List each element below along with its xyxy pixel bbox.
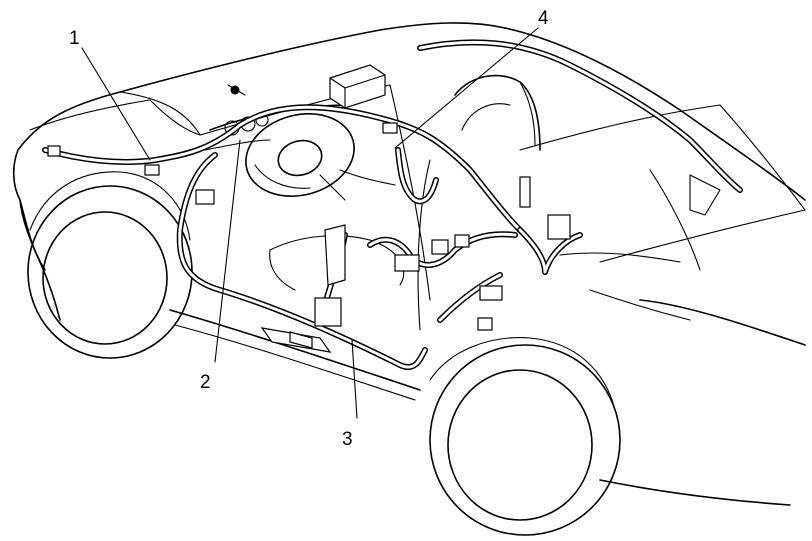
callout-labels: 1 2 3 4	[69, 8, 549, 450]
leader-line-2	[214, 139, 241, 363]
rear-wheel	[429, 337, 621, 536]
connectors	[47, 64, 571, 353]
callout-4: 4	[538, 8, 549, 29]
leader-line-1	[81, 47, 151, 161]
callout-3: 3	[342, 429, 353, 450]
car-body-outline	[12, 22, 806, 506]
callout-2: 2	[200, 372, 211, 393]
rear-door-panel	[559, 169, 721, 271]
seat-back	[454, 74, 541, 151]
steering-wheel	[245, 113, 355, 201]
wiring-harness	[42, 39, 743, 371]
leader-line-3	[351, 339, 358, 419]
leader-line-4	[394, 27, 539, 149]
callout-1: 1	[69, 28, 80, 49]
callout-leader-lines	[81, 27, 539, 419]
front-wheel	[27, 171, 193, 359]
